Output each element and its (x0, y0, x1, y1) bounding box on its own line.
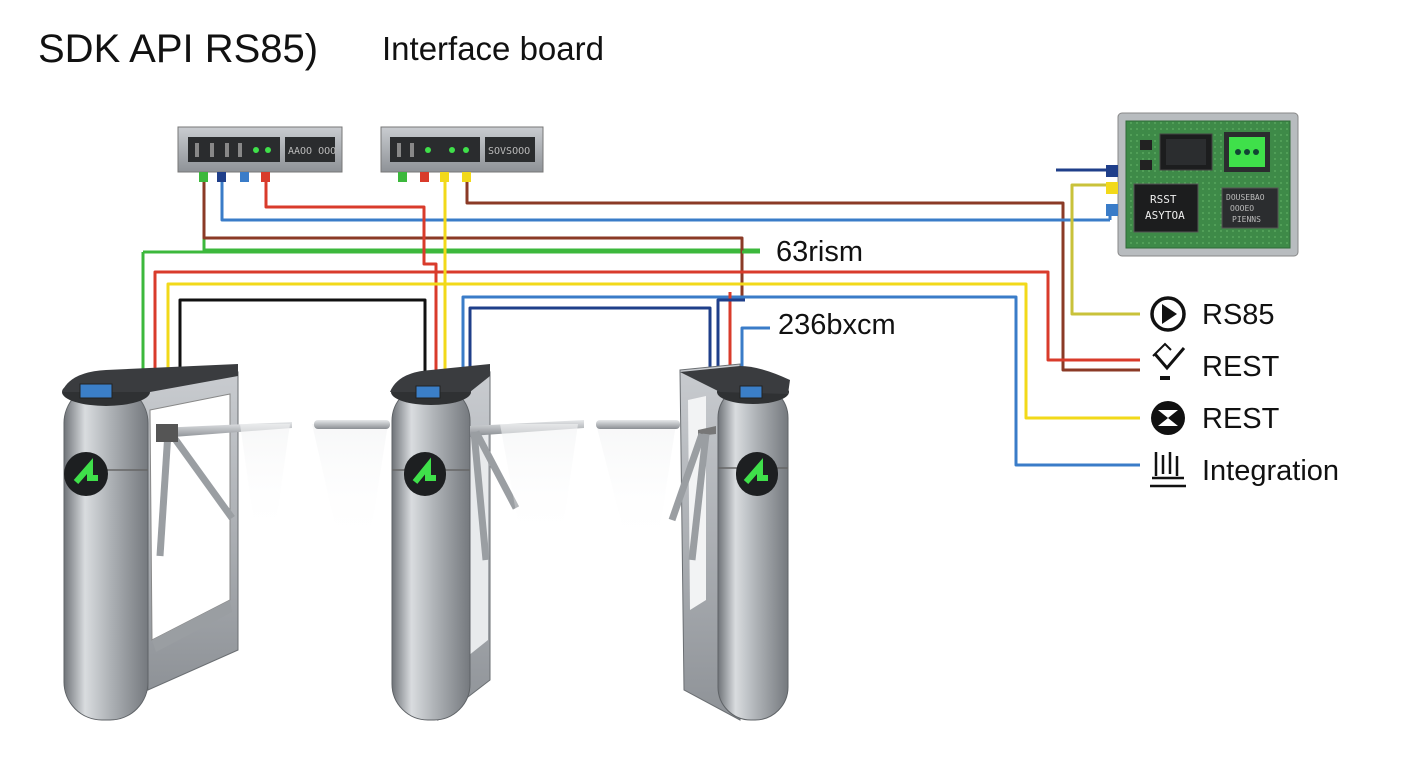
board-terminal-blue (1106, 204, 1118, 216)
legend-label-rest-1: REST (1202, 351, 1280, 383)
board-chip-right-line-2: OOOEO (1230, 204, 1254, 213)
play-circle-icon (1150, 296, 1186, 332)
board-chip-left-line-1: RSST (1150, 193, 1177, 206)
diagram-title: SDK API RS85) Interface board (38, 27, 604, 71)
wiring (141, 168, 1140, 467)
turnstile-left (62, 364, 292, 721)
legend-label-rs85: RS85 (1202, 299, 1275, 331)
flap-glass-center-left (312, 424, 388, 538)
title-sub: Interface board (382, 30, 604, 67)
controller-2-label: SOVSOOO (488, 146, 530, 157)
wire-brown-1 (202, 182, 744, 296)
wire-blue-top (220, 182, 1110, 222)
legend-item-integration: Integration (1150, 452, 1339, 488)
controller-1-label: AAOO OOO (288, 146, 336, 157)
legend-item-rest-1: REST (1152, 342, 1280, 383)
legend-label-rest-2: REST (1202, 403, 1280, 435)
arm-center-left (314, 420, 390, 429)
controller-box-2: SOVSOOO (380, 126, 544, 182)
flap-glass-left (240, 424, 290, 530)
wire-yellow-board (1070, 183, 1140, 316)
legend: RS85 REST REST Integration (1150, 296, 1339, 488)
board-chip-right-line-3: PIENNS (1232, 215, 1261, 224)
title-main: SDK API RS85) (38, 27, 318, 71)
hand-icon (1150, 452, 1186, 488)
wire-red-long (153, 270, 1140, 372)
turnstile-center (390, 364, 584, 722)
legend-item-rest-2: REST (1151, 401, 1280, 435)
legend-item-rs85: RS85 (1150, 296, 1275, 332)
wire-navy-2 (716, 298, 745, 372)
wire-navy-1 (468, 306, 712, 372)
board-terminal-navy (1106, 165, 1118, 177)
board-terminal-yellow (1106, 182, 1118, 194)
interface-board: RSST ASYTOA DOUSEBAO OOOEO PIENNS (1106, 112, 1299, 257)
legend-label-integration: Integration (1202, 455, 1339, 487)
board-chip-right-line-1: DOUSEBAO (1226, 193, 1265, 202)
wire-label-2: 236bxcm (778, 309, 896, 341)
arm-center-right (596, 420, 680, 429)
wire-blue-long (461, 295, 1140, 467)
board-chip-left-line-2: ASYTOA (1145, 209, 1185, 222)
wire-label-1: 63rism (776, 236, 863, 268)
turnstile-right (668, 363, 790, 721)
wire-red-top (264, 182, 438, 372)
controller-box-1: AAOO OOO (177, 126, 343, 182)
flap-glass-center (500, 424, 578, 534)
wire-brown-2 (465, 182, 1140, 372)
wire-black-1 (178, 298, 427, 372)
wire-blue-3 (740, 326, 770, 372)
flap-glass-center-right (596, 424, 676, 540)
check-mark-icon (1152, 342, 1186, 380)
wire-green-top (202, 182, 760, 252)
wire-yellow-mid (166, 282, 1140, 420)
hourglass-circle-icon (1151, 401, 1185, 435)
